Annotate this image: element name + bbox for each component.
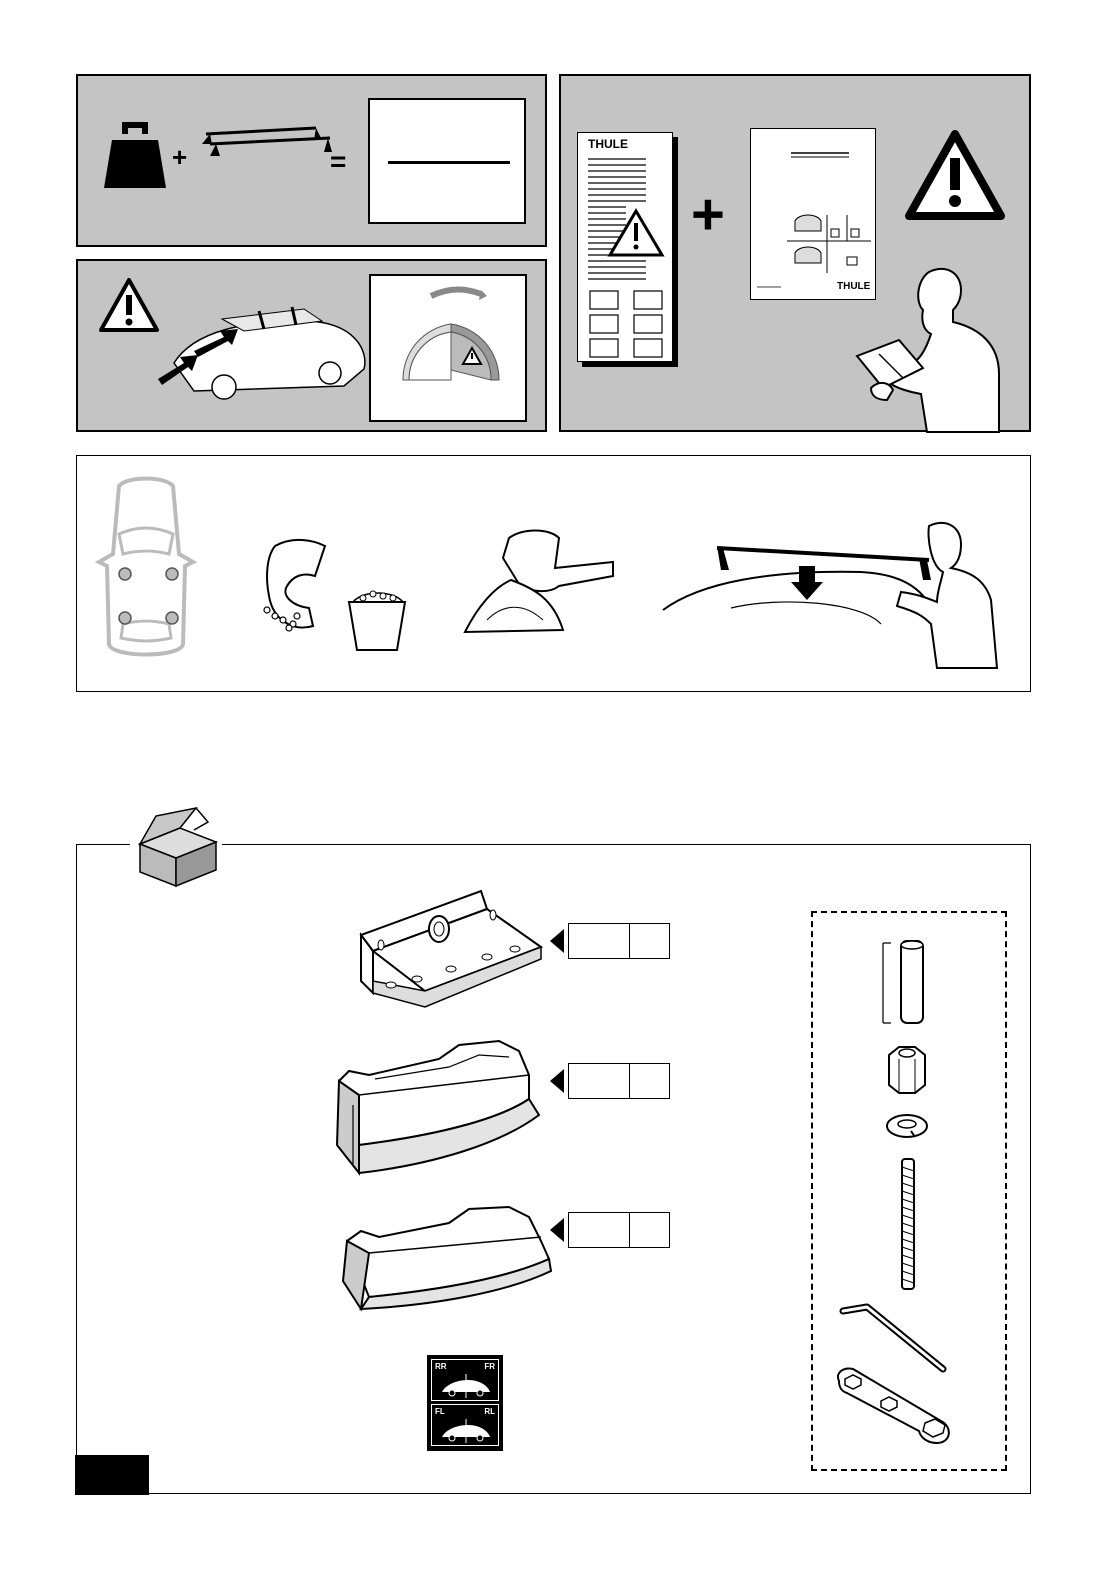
washing-hands-bucket-icon xyxy=(253,536,413,656)
label-box-plate-right xyxy=(630,924,669,958)
sticker-half-bottom: FL RL xyxy=(431,1404,499,1446)
box-icon-wrap xyxy=(130,806,222,888)
thule-logo-left: THULE xyxy=(588,137,628,151)
sticker-car-icon xyxy=(438,1419,494,1443)
wrench-tool-icon xyxy=(833,1367,957,1447)
panel-kit-contents: RR FR FL RL xyxy=(76,844,1031,1494)
label-box-plate-left xyxy=(569,924,630,958)
sticker-rl: RL xyxy=(484,1407,495,1416)
pointer-triangle-icon xyxy=(550,1069,566,1093)
warning-triangle-large-icon xyxy=(905,130,1005,220)
sticker-fr: FR xyxy=(484,1362,495,1371)
label-box-pad-large-right xyxy=(630,1064,669,1098)
car-top-view-icon xyxy=(97,474,197,666)
plus-sign: + xyxy=(172,142,187,173)
hex-nut-icon xyxy=(885,1045,929,1095)
weight-icon xyxy=(102,120,168,190)
drying-cloth-icon xyxy=(463,528,623,638)
plus-sign-large: + xyxy=(691,186,725,244)
warning-triangle-icon xyxy=(98,277,160,333)
panel-speed-warning xyxy=(76,259,547,432)
hardware-set-box xyxy=(811,911,1007,1471)
manual-text-lines xyxy=(586,155,666,285)
manual-boxes xyxy=(588,289,668,359)
label-box-pad-large-left xyxy=(569,1064,630,1098)
foot-pad-large-icon xyxy=(329,1035,549,1175)
spacer-tube-icon xyxy=(879,939,939,1029)
roof-bars-icon xyxy=(196,124,336,160)
sticker-rr: RR xyxy=(435,1362,447,1371)
pointer-triangle-icon xyxy=(550,929,566,953)
speed-gauge-icon xyxy=(401,282,501,392)
sticker-car-icon xyxy=(438,1374,494,1398)
thule-manual-left: THULE xyxy=(577,132,673,362)
open-box-icon xyxy=(136,808,220,888)
sticker-fl: FL xyxy=(435,1407,445,1416)
sticker-half-top: RR FR xyxy=(431,1359,499,1401)
max-load-line xyxy=(388,161,510,164)
equals-sign: = xyxy=(330,146,346,178)
page-number-tab xyxy=(75,1455,149,1495)
car-with-load-icon xyxy=(154,291,354,401)
pointer-triangle-icon xyxy=(550,1218,566,1242)
threaded-bolt-icon xyxy=(897,1157,919,1293)
speed-gauge-box xyxy=(369,274,527,422)
label-box-pad-small-right xyxy=(630,1213,669,1247)
man-reading-icon xyxy=(849,264,1029,434)
panel-read-instructions: THULE xyxy=(559,74,1031,432)
label-box-pad-small-left xyxy=(569,1213,630,1247)
panel-preparation xyxy=(76,455,1031,692)
lock-washer-icon xyxy=(883,1111,931,1141)
mounting-plate-icon xyxy=(355,883,545,1013)
position-sticker: RR FR FL RL xyxy=(427,1355,503,1451)
max-load-box xyxy=(368,98,526,224)
panel-load-capacity: + = xyxy=(76,74,547,247)
placing-bars-on-roof-icon xyxy=(661,516,1021,668)
foot-pad-small-icon xyxy=(339,1201,559,1321)
